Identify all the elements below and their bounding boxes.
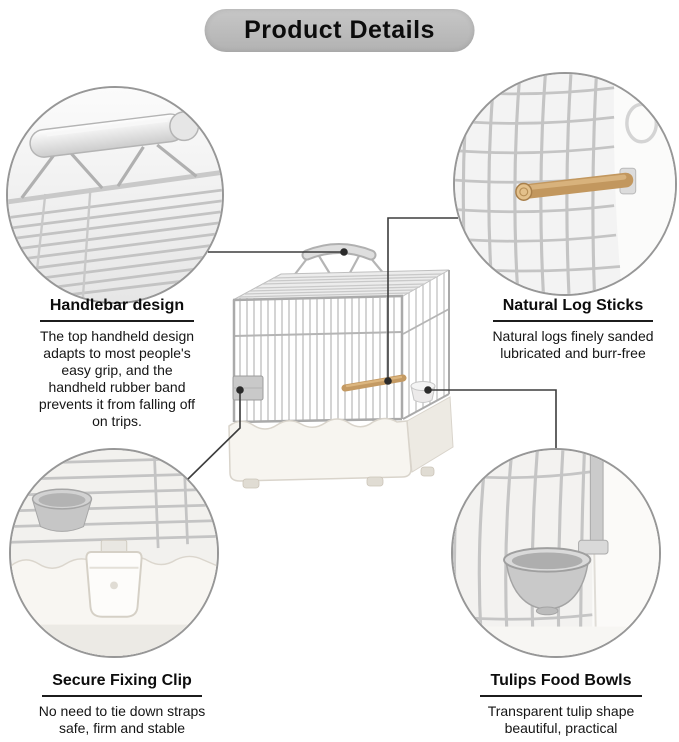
fixing-clip-photo-graphic bbox=[11, 450, 217, 656]
bird-cage-illustration bbox=[228, 243, 454, 489]
handlebar-photo-graphic bbox=[8, 88, 222, 302]
cage-wires bbox=[11, 450, 217, 549]
callout-food-bowls: Tulips Food Bowls Transparent tulip shap… bbox=[451, 672, 671, 737]
cage-wires bbox=[8, 169, 222, 302]
mounting-pole bbox=[578, 450, 609, 555]
callout-handlebar: Handlebar design The top handheld design… bbox=[12, 297, 222, 430]
handle-support-wires bbox=[20, 143, 198, 199]
wood-perch bbox=[515, 167, 637, 201]
callout-handlebar-label: Handlebar design bbox=[39, 297, 195, 322]
callout-food-bowls-label: Tulips Food Bowls bbox=[480, 672, 642, 697]
handle-grip bbox=[29, 111, 200, 158]
floor bbox=[453, 626, 659, 656]
handlebar-photo bbox=[6, 86, 224, 304]
log-sticks-photo-graphic bbox=[455, 74, 675, 294]
floor-shadow bbox=[11, 624, 217, 656]
callout-log-sticks: Natural Log Sticks Natural logs finely s… bbox=[468, 297, 678, 362]
tulip-bowl bbox=[503, 547, 592, 616]
food-bowl-in-cage bbox=[410, 381, 436, 403]
gray-bowl bbox=[31, 488, 93, 532]
callout-fixing-clip: Secure Fixing Clip No need to tie down s… bbox=[12, 672, 232, 737]
fixing-clip bbox=[85, 539, 143, 618]
callout-log-sticks-label: Natural Log Sticks bbox=[492, 297, 654, 322]
food-bowl-photo-graphic bbox=[453, 450, 659, 656]
callout-food-bowls-description: Transparent tulip shape beautiful, pract… bbox=[487, 703, 635, 737]
callout-fixing-clip-label: Secure Fixing Clip bbox=[42, 672, 202, 697]
food-bowl-photo bbox=[451, 448, 661, 658]
cage-bars-front bbox=[232, 294, 404, 424]
callout-log-sticks-description: Natural logs finely sanded lubricated an… bbox=[492, 328, 654, 362]
callout-handlebar-description: The top handheld design adapts to most p… bbox=[38, 328, 196, 430]
title-banner: Product Details bbox=[204, 9, 475, 52]
fixing-clip-on-cage bbox=[232, 375, 264, 401]
page-title: Product Details bbox=[244, 16, 435, 44]
callout-fixing-clip-description: No need to tie down straps safe, firm an… bbox=[38, 703, 206, 737]
vent-hole bbox=[625, 102, 659, 144]
log-sticks-photo bbox=[453, 72, 677, 296]
fixing-clip-photo bbox=[9, 448, 219, 658]
